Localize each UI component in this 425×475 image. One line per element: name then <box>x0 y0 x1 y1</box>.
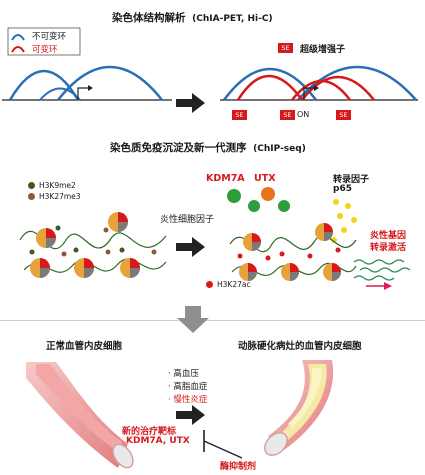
section2-title: 染色质免疫沉淀及新一代测序 (ChIP-seq) <box>110 140 306 155</box>
se-box-2-label: SE <box>283 111 292 119</box>
loop-legend-box <box>7 27 81 56</box>
right-arrow-icon <box>176 237 205 257</box>
section1-method: (ChIA-PET, Hi-C) <box>192 14 273 24</box>
normal-vessel-illustration <box>26 362 134 469</box>
kdm7a-label: KDM7A <box>206 173 245 184</box>
se-legend-label: SE <box>281 44 290 52</box>
se-box-1-label: SE <box>235 111 244 119</box>
normal-vessel-title: 正常血管内皮细胞 <box>46 341 123 352</box>
target-line2: KDM7A, UTX <box>126 436 190 446</box>
h3k9-dot-icon <box>28 182 35 189</box>
risk-factor-3: · 慢性炎症 <box>168 395 208 405</box>
se-box-2: SE <box>280 110 295 120</box>
nucleosome-bottom-2 <box>74 258 94 278</box>
on-label: ON <box>297 110 310 119</box>
lesion-vessel-title: 动脉硬化病灶的血管内皮细胞 <box>238 341 362 352</box>
h3k27ac-label: H3K27ac <box>217 280 251 289</box>
methyl-marks <box>29 225 157 257</box>
super-enhancer-label: 超级增强子 <box>300 45 346 55</box>
activation-line2: 转录激活 <box>370 243 407 253</box>
nucleosome-bottom-1 <box>30 258 50 278</box>
histone-legend: H3K9me2 H3K27me3 <box>28 181 81 201</box>
nucleosome-bottom-3 <box>120 258 140 278</box>
nucleosome-active-3 <box>239 263 257 281</box>
right-arrow-icon <box>176 93 205 113</box>
section1-title-text: 染色体结构解析 <box>112 12 186 24</box>
enzyme-molecules <box>227 187 290 212</box>
nucleosomes-left <box>19 212 167 278</box>
tf-label-line2: p65 <box>333 184 352 194</box>
inhibitor-label: 酶抑制剂 <box>220 462 257 472</box>
nucleosomes-right <box>229 223 357 281</box>
se-box-3: SE <box>336 110 351 120</box>
tf-label-line1: 转录因子 <box>333 175 370 185</box>
se-box-3-label: SE <box>339 111 348 119</box>
risk-factors-list: · 高血压 · 高脂血症 · 慢性炎症 <box>168 368 207 407</box>
h3k27ac-dot-icon <box>206 281 213 288</box>
se-legend-box: SE <box>278 43 293 53</box>
mrna-wavy-lines <box>353 259 411 290</box>
legend-variable-label: 可变环 <box>32 45 58 55</box>
nucleosome-top-2 <box>108 212 128 232</box>
h3k27ac-legend: H3K27ac <box>206 280 251 289</box>
h3k27-dot-icon <box>28 193 35 200</box>
cytokine-label: 炎性细胞因子 <box>160 215 215 225</box>
nucleosome-active-2 <box>315 223 333 241</box>
acetyl-marks <box>237 247 341 261</box>
nucleosome-active-4 <box>281 263 299 281</box>
nucleosome-active-5 <box>323 263 341 281</box>
section2-title-text: 染色质免疫沉淀及新一代测序 <box>110 142 247 154</box>
section-divider <box>0 320 425 321</box>
se-box-1: SE <box>232 110 247 120</box>
inhibition-symbol <box>203 430 243 459</box>
legend-invariant-label: 不可变环 <box>32 32 67 42</box>
right-arrow-icon <box>176 405 205 425</box>
utx-label: UTX <box>254 173 276 184</box>
p65-dots <box>331 199 357 243</box>
nucleosome-top-1 <box>36 228 56 248</box>
loop-diagram-left <box>2 27 172 101</box>
section1-title: 染色体结构解析 (ChIA-PET, Hi-C) <box>112 10 273 25</box>
target-line1: 新的治疗靶标 <box>122 427 177 437</box>
h3k9-label: H3K9me2 <box>39 181 76 190</box>
lesion-vessel-illustration <box>264 360 334 456</box>
down-arrow-icon <box>177 306 209 333</box>
risk-factor-1: · 高血压 <box>168 369 199 379</box>
loop-diagram-right <box>220 65 418 101</box>
activation-line1: 炎性基因 <box>370 231 407 241</box>
nucleosome-active-1 <box>243 233 261 251</box>
section2-method: (ChIP-seq) <box>253 144 306 154</box>
h3k27-label: H3K27me3 <box>39 192 81 201</box>
risk-factor-2: · 高脂血症 <box>168 382 208 392</box>
